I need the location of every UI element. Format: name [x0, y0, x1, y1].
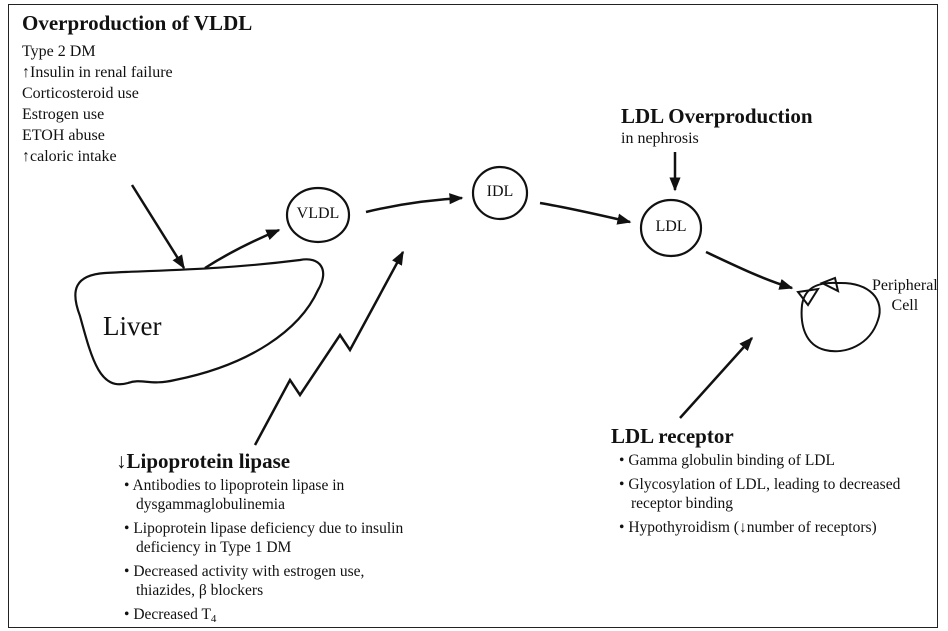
- arrow-vldl-to-idl: [365, 193, 464, 214]
- vldl-node: [285, 186, 351, 244]
- ldl-overproduction-subtext: in nephrosis: [621, 130, 699, 147]
- cause-item: ↑caloric intake: [22, 148, 117, 165]
- diagram-frame: [8, 4, 938, 628]
- list-item: • Antibodies to lipoprotein lipase in dy…: [124, 477, 345, 513]
- arrow-liver-to-vldl: [204, 228, 281, 270]
- arrow-idl-to-ldl: [539, 201, 632, 225]
- subscript: 4: [210, 613, 217, 625]
- lipoprotein-lipase-list: • Antibodies to lipoprotein lipase in dy…: [124, 476, 404, 631]
- list-item-text: Lipoprotein lipase deficiency due to ins…: [133, 520, 404, 556]
- list-item-text: Glycosylation of LDL, leading to decreas…: [628, 476, 901, 512]
- ldl-receptor-heading: LDL receptor: [611, 424, 734, 448]
- ldl-label: LDL: [655, 218, 687, 235]
- list-item: • Glycosylation of LDL, leading to decre…: [619, 476, 901, 512]
- list-item-text: Antibodies to lipoprotein lipase in dysg…: [132, 477, 345, 513]
- liver-shape: [74, 258, 325, 386]
- vldl-overproduction-heading: Overproduction of VLDL: [22, 11, 253, 35]
- ldl-overproduction-heading: LDL Overproduction: [621, 104, 813, 128]
- receptor-shape: [796, 276, 840, 307]
- idl-node: [471, 165, 529, 221]
- cause-item: ↑Insulin in renal failure: [22, 64, 173, 81]
- lipoprotein-lipase-heading: ↓Lipoprotein lipase: [116, 449, 291, 473]
- list-item: • Gamma globulin binding of LDL: [619, 452, 835, 469]
- vldl-label: VLDL: [296, 205, 340, 222]
- peripheral-cell-label: Peripheral Cell: [872, 276, 938, 316]
- list-item: • Decreased activity with estrogen use, …: [124, 563, 365, 599]
- peripheral-label-line2: Cell: [891, 297, 919, 314]
- arrow-lipase-zigzag: [253, 250, 405, 446]
- cause-item: Type 2 DM: [22, 43, 96, 60]
- list-item-text: Gamma globulin binding of LDL: [628, 452, 835, 469]
- arrow-receptor-to-ldl-path: [679, 336, 753, 419]
- cause-item: Estrogen use: [22, 106, 105, 123]
- peripheral-label-line1: Peripheral: [872, 277, 938, 294]
- peripheral-cell-shape: [800, 281, 881, 353]
- vldl-overproduction-causes: Type 2 DM ↑Insulin in renal failure Cort…: [22, 41, 173, 167]
- list-item-text: Hypothyroidism (↓number of receptors): [628, 519, 877, 536]
- cause-item: Corticosteroid use: [22, 85, 139, 102]
- ldl-node: [639, 198, 703, 258]
- idl-label: IDL: [486, 183, 514, 200]
- liver-label: Liver: [103, 311, 162, 341]
- arrow-ldl-to-peripheral: [705, 250, 794, 290]
- arrow-overproduction-to-liver: [130, 184, 186, 270]
- list-item: • Decreased T4: [124, 606, 217, 625]
- list-item-text: Decreased activity with estrogen use, th…: [133, 563, 365, 599]
- cause-item: ETOH abuse: [22, 127, 105, 144]
- ldl-receptor-list: • Gamma globulin binding of LDL • Glycos…: [619, 451, 919, 542]
- list-item: • Hypothyroidism (↓number of receptors): [619, 519, 877, 536]
- list-item-text: Decreased T: [133, 606, 211, 623]
- list-item: • Lipoprotein lipase deficiency due to i…: [124, 520, 404, 556]
